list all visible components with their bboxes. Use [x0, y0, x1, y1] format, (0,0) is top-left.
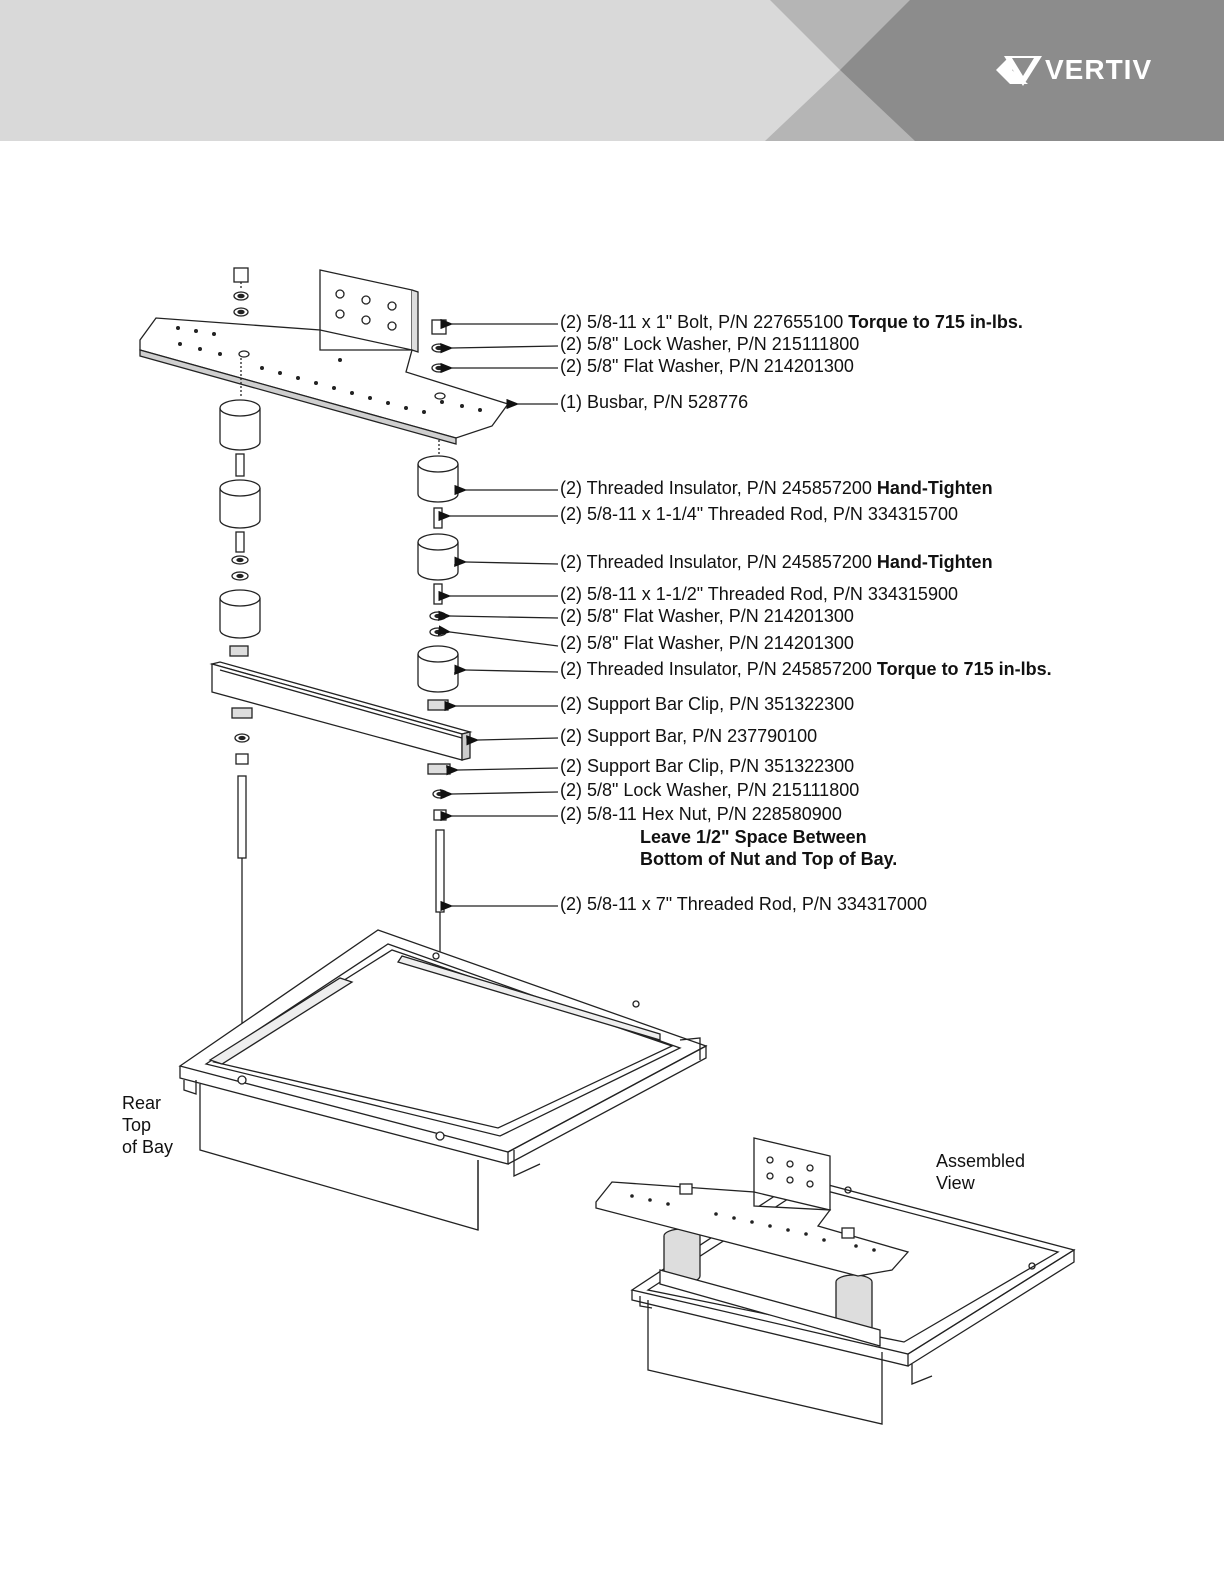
left-lower-hardware: [231, 707, 253, 1078]
callout-flat-washer-top: (2) 5/8" Flat Washer, P/N 214201300: [560, 356, 854, 376]
callout-insulator-2: (2) Threaded Insulator, P/N 245857200 Ha…: [560, 552, 993, 572]
rear-label-line1: Rear: [122, 1093, 162, 1113]
callout-lock-washer-bottom: (2) 5/8" Lock Washer, P/N 215111800: [560, 780, 859, 800]
callout-flat-washer-mid-2: (2) 5/8" Flat Washer, P/N 214201300: [560, 633, 854, 653]
nut-spacing-note-line1: Leave 1/2" Space Between: [640, 827, 867, 847]
rear-label-line3: of Bay: [122, 1137, 174, 1157]
callout-rod-1-1-2-text: (2) 5/8-11 x 1-1/2" Threaded Rod, P/N 33…: [560, 584, 958, 604]
callout-insulator-3-text: (2) Threaded Insulator, P/N 245857200: [560, 659, 872, 679]
callout-busbar: (1) Busbar, P/N 528776: [560, 392, 748, 412]
header-band: [0, 0, 1224, 141]
callout-rod-1-1-4-text: (2) 5/8-11 x 1-1/4" Threaded Rod, P/N 33…: [560, 504, 958, 524]
callout-support-bar-clip-2-text: (2) Support Bar Clip, P/N 351322300: [560, 756, 855, 776]
callout-support-bar: (2) Support Bar, P/N 237790100: [560, 726, 817, 746]
vertiv-logo-icon: [996, 56, 1042, 86]
callout-lock-washer-top-text: (2) 5/8" Lock Washer, P/N 215111800: [560, 334, 860, 354]
callout-rod-1-1-4: (2) 5/8-11 x 1-1/4" Threaded Rod, P/N 33…: [560, 504, 958, 524]
callout-flat-washer-mid-1: (2) 5/8" Flat Washer, P/N 214201300: [560, 606, 854, 626]
brand-name: VERTIV: [1045, 54, 1153, 85]
callout-flat-washer-mid-1-text: (2) 5/8" Flat Washer, P/N 214201300: [560, 606, 854, 626]
busbar-part: [139, 269, 510, 445]
callout-bolt: (2) 5/8-11 x 1" Bolt, P/N 227655100 Torq…: [560, 312, 1023, 332]
rear-top-of-bay-label: Rear Top of Bay: [122, 1092, 173, 1158]
nut-spacing-note-line2: Bottom of Nut and Top of Bay.: [640, 849, 898, 869]
callout-insulator-2-text: (2) Threaded Insulator, P/N 245857200: [560, 552, 872, 572]
callout-rod-7-text: (2) 5/8-11 x 7" Threaded Rod, P/N 334317…: [560, 894, 927, 914]
rear-label-line2: Top: [122, 1115, 152, 1135]
callout-insulator-1: (2) Threaded Insulator, P/N 245857200 Ha…: [560, 478, 993, 498]
callout-hex-nut-text: (2) 5/8-11 Hex Nut, P/N 228580900: [560, 804, 842, 824]
left-insulator-stack: [219, 399, 261, 657]
callout-busbar-text: (1) Busbar, P/N 528776: [560, 392, 749, 412]
assembled-view-label: Assembled View: [936, 1150, 1025, 1194]
callout-insulator-1-text: (2) Threaded Insulator, P/N 245857200: [560, 478, 872, 498]
callout-hex-nut: (2) 5/8-11 Hex Nut, P/N 228580900: [560, 804, 842, 824]
callout-insulator-3-note: Torque to 715 in-lbs.: [876, 659, 1052, 679]
callout-support-bar-clip-1: (2) Support Bar Clip, P/N 351322300: [560, 694, 854, 714]
callout-leaders: [437, 318, 559, 912]
callout-support-bar-text: (2) Support Bar, P/N 237790100: [560, 726, 818, 746]
assembled-label-line1: Assembled: [936, 1151, 1026, 1171]
callout-lock-washer-top: (2) 5/8" Lock Washer, P/N 215111800: [560, 334, 859, 354]
callout-bolt-note: Torque to 715 in-lbs.: [848, 312, 1023, 332]
assembled-label-line2: View: [936, 1173, 975, 1193]
bay-frame: [178, 929, 708, 1231]
callout-insulator-3: (2) Threaded Insulator, P/N 245857200 To…: [560, 659, 1052, 679]
callout-bolt-text: (2) 5/8-11 x 1" Bolt, P/N 227655100: [560, 312, 844, 332]
callout-flat-washer-top-text: (2) 5/8" Flat Washer, P/N 214201300: [560, 356, 854, 376]
callout-insulator-2-note: Hand-Tighten: [876, 552, 993, 572]
left-top-hardware: [233, 267, 249, 398]
right-insulator-stack: [417, 319, 459, 1136]
callout-support-bar-clip-2: (2) Support Bar Clip, P/N 351322300: [560, 756, 854, 776]
callout-insulator-1-note: Hand-Tighten: [876, 478, 993, 498]
callout-support-bar-clip-1-text: (2) Support Bar Clip, P/N 351322300: [560, 694, 855, 714]
assembled-view: [595, 1137, 1076, 1425]
callout-flat-washer-mid-2-text: (2) 5/8" Flat Washer, P/N 214201300: [560, 633, 854, 653]
support-bar-part: [209, 661, 473, 761]
callout-lock-washer-bottom-text: (2) 5/8" Lock Washer, P/N 215111800: [560, 780, 860, 800]
callout-rod-1-1-2: (2) 5/8-11 x 1-1/2" Threaded Rod, P/N 33…: [560, 584, 958, 604]
callout-rod-7: (2) 5/8-11 x 7" Threaded Rod, P/N 334317…: [560, 894, 927, 914]
